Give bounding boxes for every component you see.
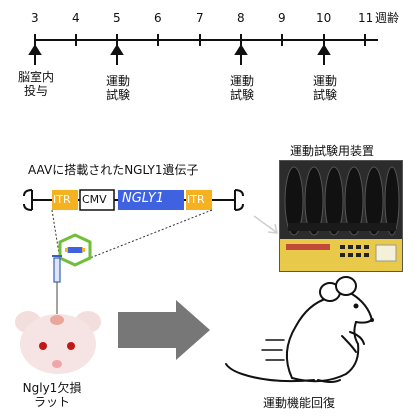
outcome-label: 運動機能回復: [263, 396, 336, 410]
week-label-10: 10: [316, 11, 332, 25]
rat-standing-illustration: [225, 276, 374, 383]
vector-title: AAVに搭載されたNGLY1遺伝子: [28, 163, 199, 177]
event-line2: 試験: [229, 88, 254, 102]
ngly1-label: NGLY1: [122, 191, 165, 206]
timeline-axis: [28, 34, 378, 65]
event-motor-test-1: 運動 試験: [98, 74, 138, 102]
week-label-3: 3: [31, 11, 39, 25]
itr-left-label: ITR: [53, 193, 71, 206]
rat-model-line2: ラット: [33, 395, 70, 409]
event-line2: 投与: [23, 84, 48, 98]
event-line1: 運動: [229, 74, 254, 88]
week-label-8: 8: [237, 11, 245, 25]
week-unit-label: 週齢: [375, 11, 400, 25]
rat-model-label: Ngly1欠損 ラット: [16, 381, 88, 409]
syringe-icon: [52, 255, 62, 314]
event-line1: 運動: [312, 74, 337, 88]
event-line2: 試験: [105, 88, 130, 102]
cmv-label: CMV: [82, 193, 107, 206]
apparatus-photo: [279, 160, 403, 272]
event-injection: 脳室内 投与: [14, 70, 58, 98]
week-label-9: 9: [278, 11, 286, 25]
itr-left-block: [52, 190, 78, 210]
event-line1: 脳室内: [17, 70, 54, 84]
connector-arrow: [253, 215, 278, 234]
event-arrows: [28, 44, 331, 65]
event-line1: 運動: [105, 74, 130, 88]
event-line2: 試験: [312, 88, 337, 102]
rat-head-illustration: [15, 255, 101, 374]
week-label-7: 7: [196, 11, 204, 25]
itr-right-label: ITR: [187, 193, 205, 206]
week-label-6: 6: [154, 11, 162, 25]
week-label-5: 5: [113, 11, 121, 25]
vector-construct: [23, 189, 244, 267]
timeline-ticks: [34, 34, 366, 46]
cmv-block: [79, 189, 115, 211]
ngly1-block: [118, 190, 184, 210]
week-label-11: 11: [358, 11, 374, 25]
week-label-4: 4: [72, 11, 80, 25]
rat-model-line1: Ngly1欠損: [22, 381, 82, 395]
apparatus-title: 運動試験用装置: [290, 144, 375, 158]
event-motor-test-3: 運動 試験: [305, 74, 345, 102]
treatment-arrow: [118, 300, 210, 360]
event-motor-test-2: 運動 試験: [222, 74, 262, 102]
itr-right-block: [186, 190, 212, 210]
